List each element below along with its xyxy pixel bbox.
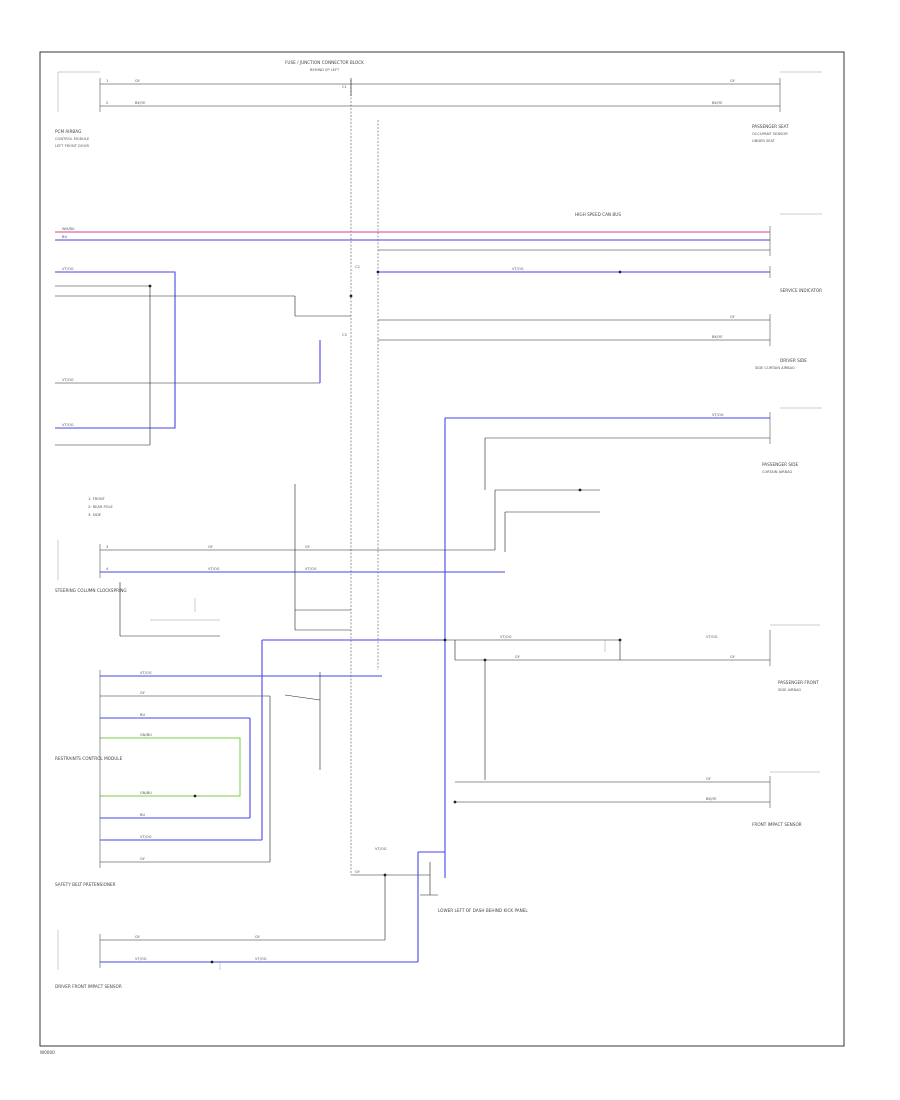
wire-label: GY (255, 935, 261, 939)
pin-number: 1 (106, 79, 108, 83)
right-top-sub: OCCUPANT SENSOR (752, 132, 788, 136)
wire-label: GY (730, 315, 736, 319)
top-wire-runs (57, 71, 822, 112)
wire-label: GY (355, 870, 361, 874)
wire-label: VT/OG (140, 671, 152, 675)
right-top-loc: UNDER SEAT (752, 139, 776, 143)
diagram-code: W0000 (40, 1050, 55, 1055)
connector-brackets (57, 78, 822, 970)
connector-id: C3 (342, 333, 347, 337)
wire-label: VT/OG (140, 835, 152, 839)
wire-label: GY (305, 545, 311, 549)
wire-label: VT/OG (208, 567, 220, 571)
wire-label: GY (730, 79, 736, 83)
left-lower1-label: RESTRAINTS CONTROL MODULE (55, 756, 123, 761)
right-mid3-label: PASSENGER SIDE (762, 462, 798, 467)
wire-label: VT/OG (62, 378, 74, 382)
right-mid3-sub: CURTAIN AIRBAG (762, 470, 793, 474)
clockspring-branch (119, 582, 220, 637)
pin-number: 4 (106, 567, 109, 571)
left-top-component: PCM AIRBAG (55, 129, 81, 134)
diagram-border (39, 51, 845, 1047)
wire-label: VT/OG (62, 423, 74, 427)
wire-label: WH/BU (62, 227, 75, 231)
splice-points (148, 270, 622, 964)
wire-label: GY (208, 545, 214, 549)
wire-label: GY (140, 857, 146, 861)
wire-label: BU (62, 235, 67, 239)
wire-label: VT/OG (712, 413, 724, 417)
mid-runs (100, 484, 600, 631)
bottom-runs (100, 851, 445, 970)
wire-label: BU (140, 713, 145, 717)
wire-label: GN/BU (140, 791, 152, 795)
wire-label: VT/OG (500, 635, 512, 639)
wire-label: BU (140, 813, 145, 817)
top-center-sublabel: BEHIND I/P LEFT (310, 68, 340, 72)
center-lower-label: LOWER LEFT OF DASH BEHIND KICK PANEL (438, 908, 528, 913)
right-mid2-label: DRIVER SIDE (780, 358, 807, 363)
main-trunk-wires (350, 78, 379, 875)
wire-label: GY (730, 655, 736, 659)
lower-left-runs (100, 639, 445, 863)
wire-label: VT/OG (62, 267, 74, 271)
wire-label: VT/OG (706, 635, 718, 639)
legend-item-3: 3: SIDE (88, 513, 102, 517)
wire-label: GY (706, 777, 712, 781)
blue-loop-left-upper (55, 271, 351, 446)
wire-label: GY (135, 79, 141, 83)
right-mid-runs (378, 271, 770, 878)
left-lower2-label: SAFETY BELT PRETENSIONER (55, 882, 116, 887)
legend-item-2: 2: REAR POLE (88, 505, 114, 509)
pin-number: 2 (106, 101, 108, 105)
pin-number: 3 (106, 545, 108, 549)
left-top-sub: CONTROL MODULE (55, 137, 90, 141)
left-bottom-label: DRIVER FRONT IMPACT SENSOR (55, 984, 122, 989)
legend-item-1: 1: FRONT (88, 497, 106, 501)
wire-label: VT/OG (135, 957, 147, 961)
wire-label: VT/OG (375, 847, 387, 851)
wire-label: BK/YE (712, 101, 723, 105)
top-center-label: FUSE / JUNCTION CONNECTOR BLOCK (285, 60, 364, 65)
wire-label: VT/OG (305, 567, 317, 571)
can-bus-wires (55, 231, 770, 251)
right-top-component: PASSENGER SEAT (752, 124, 789, 129)
left-mid-label: STEERING COLUMN CLOCKSPRING (55, 588, 127, 593)
wire-label: BK/YE (135, 101, 146, 105)
lower-right-runs (378, 639, 770, 803)
right-mid1-label: SERVICE INDICATOR (780, 288, 822, 293)
right-lower1-label: PASSENGER FRONT (778, 680, 819, 685)
wire-label: VT/OG (255, 957, 267, 961)
connector-id: C2 (355, 265, 360, 269)
wire-label: BK/YE (712, 335, 723, 339)
wire-label: BK/YE (706, 797, 717, 801)
wire-label: GN/BU (140, 733, 152, 737)
right-mid2-sub: SIDE CURTAIN AIRBAG (755, 366, 795, 370)
wire-label: VT/OG (512, 267, 524, 271)
connector-id: C1 (342, 85, 347, 89)
right-can-label: HIGH SPEED CAN BUS (575, 212, 621, 217)
left-top-loc: LEFT FRONT DOOR (55, 144, 89, 148)
wire-label: GY (135, 935, 141, 939)
right-lower2-label: FRONT IMPACT SENSOR (752, 822, 802, 827)
right-lower1-sub: SIDE AIRBAG (778, 688, 801, 692)
wire-label: GY (140, 691, 146, 695)
wire-label: GY (515, 655, 521, 659)
